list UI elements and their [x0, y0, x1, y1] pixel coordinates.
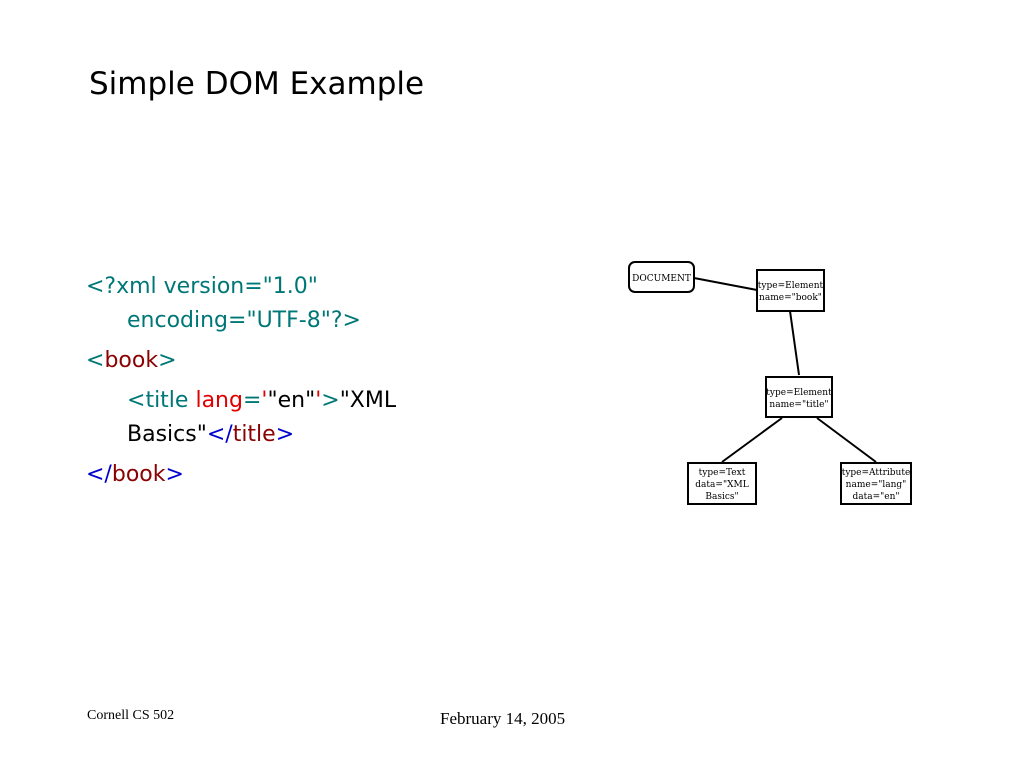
tree-node-book-box: [756, 269, 825, 312]
book-open-name: book: [104, 348, 159, 373]
tree-node-book-line-2: name="book": [759, 293, 822, 303]
tree-node-title-line-1: type=Element: [766, 388, 832, 398]
book-open-gt: >: [158, 348, 177, 373]
title-element-line: <title lang='"en"'>"XML Basics"</title>: [86, 384, 506, 452]
tree-node-attribute-line-2: name="lang": [846, 480, 907, 490]
tree-node-title-line-2: name="title": [769, 400, 828, 410]
tree-node-attribute: type=Attribute name="lang" data="en": [840, 462, 912, 505]
title-open-gt: >: [321, 388, 340, 413]
title-text-part-1: "XML: [339, 388, 397, 413]
slide-title: Simple DOM Example: [89, 66, 425, 102]
title-attr-quote-close: ': [315, 388, 322, 413]
tree-node-text-line-1: type=Text: [699, 468, 746, 478]
edge-title-attr: [816, 417, 877, 463]
book-open-tag: <book>: [86, 344, 506, 378]
title-close-gt: >: [275, 422, 295, 447]
tree-node-document: DOCUMENT: [628, 261, 695, 293]
tree-node-attribute-line-3: data="en": [852, 492, 899, 502]
title-attr-eq: =: [242, 388, 262, 413]
tree-node-text-box: [687, 462, 757, 505]
edge-document-book: [693, 277, 758, 291]
title-open-lt: <: [127, 388, 146, 413]
tree-node-text: type=Text data="XML Basics": [687, 462, 757, 505]
tree-node-text-line-2: data="XML: [695, 480, 748, 490]
title-attr-value: "en": [267, 388, 316, 413]
xml-code-listing: <?xml version="1.0" encoding="UTF-8"?> <…: [86, 270, 506, 498]
book-close-tag: </book>: [86, 458, 506, 492]
tree-node-title: type=Element name="title": [765, 376, 833, 418]
tree-node-attribute-box: [840, 462, 912, 505]
tree-node-attribute-line-1: type=Attribute: [842, 468, 911, 478]
xml-declaration-line-1: <?xml version="1.0": [86, 274, 318, 299]
tree-node-document-label: DOCUMENT: [632, 274, 691, 284]
book-close-lt: </: [86, 462, 112, 487]
title-open-name: title: [145, 388, 189, 413]
title-close-name: title: [232, 422, 276, 447]
edge-title-text: [721, 417, 783, 463]
tree-node-document-box: [628, 261, 695, 293]
tree-node-book-line-1: type=Element: [758, 281, 824, 291]
title-attr-quote-open: ': [261, 388, 268, 413]
book-close-name: book: [111, 462, 166, 487]
tree-node-title-box: [765, 376, 833, 418]
title-attr-name: lang: [195, 388, 243, 413]
edge-book-title: [789, 310, 800, 376]
tree-node-text-line-3: Basics": [705, 492, 738, 502]
title-close-lt: </: [206, 422, 233, 447]
title-text-part-2: Basics": [127, 422, 207, 447]
tree-node-book: type=Element name="book": [756, 269, 825, 312]
xml-declaration-line-2: encoding="UTF-8"?>: [127, 308, 361, 333]
book-open-lt: <: [86, 348, 105, 373]
footer-course: Cornell CS 502: [87, 708, 175, 723]
book-close-gt: >: [165, 462, 184, 487]
xml-declaration: <?xml version="1.0" encoding="UTF-8"?>: [86, 270, 506, 338]
footer-date: February 14, 2005: [440, 709, 566, 728]
